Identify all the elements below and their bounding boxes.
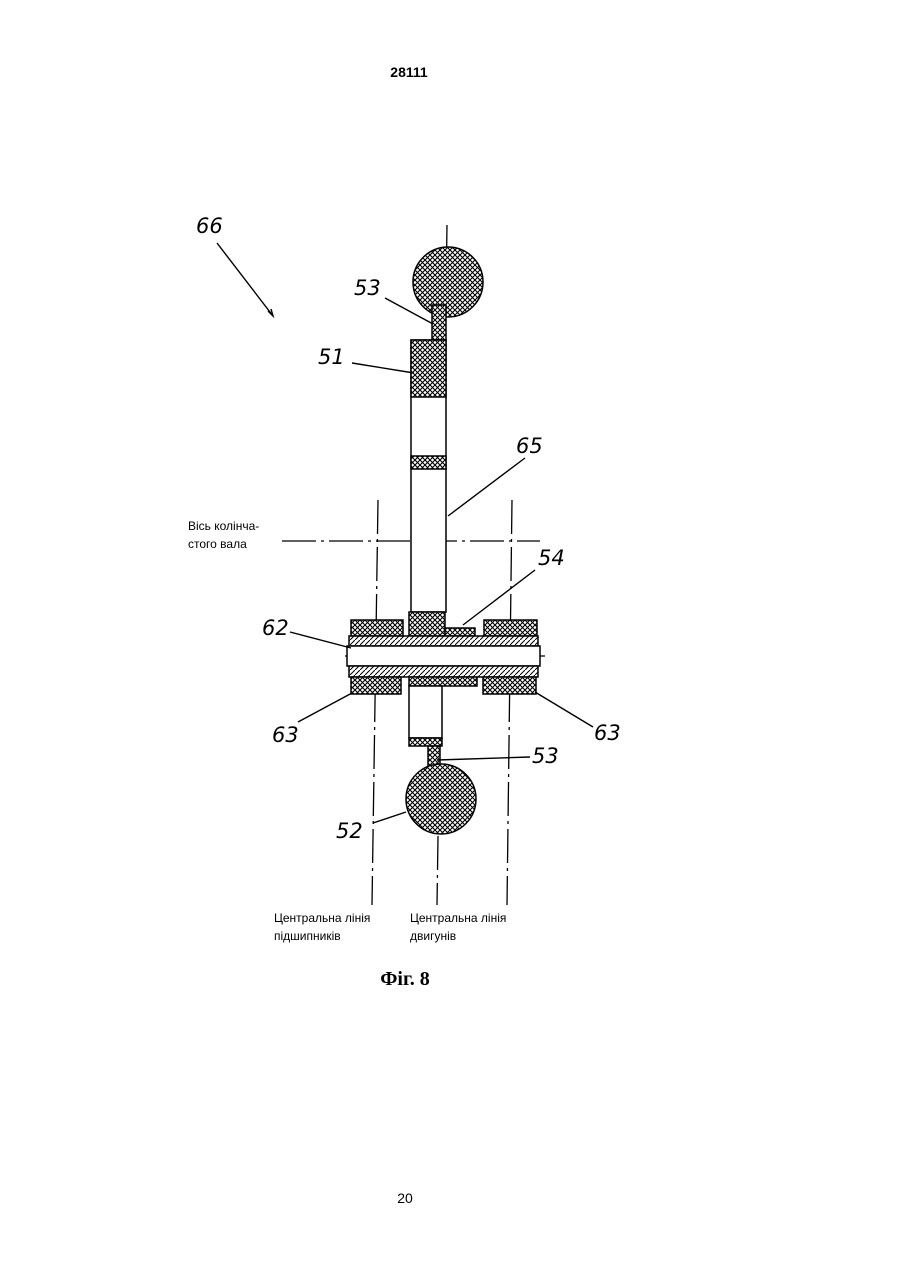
lower-arm-block bbox=[409, 738, 442, 746]
hub-bottom bbox=[409, 677, 477, 686]
upper-neck bbox=[432, 305, 446, 340]
page-number: 20 bbox=[0, 1190, 810, 1206]
crankshaft-axis-label-line2: стого вала bbox=[188, 535, 259, 553]
upper-mid-block bbox=[411, 456, 446, 469]
lower-arm-body bbox=[409, 686, 442, 738]
bearing-center-line-right bbox=[507, 500, 512, 905]
ref-66: 66 bbox=[196, 214, 223, 238]
engine-label-line1: Центральна лінія bbox=[410, 909, 506, 927]
ref-65: 65 bbox=[516, 434, 543, 458]
ref-52: 52 bbox=[336, 819, 363, 843]
ref-63-right: 63 bbox=[594, 721, 621, 745]
ref-51: 51 bbox=[318, 345, 345, 369]
bearing-block-top-right bbox=[484, 620, 537, 636]
bearing-block-bottom-left bbox=[351, 677, 401, 694]
upper-weight-block-51 bbox=[411, 340, 446, 397]
bearing-block-bottom-right bbox=[483, 677, 536, 694]
hub-top-54 bbox=[445, 628, 475, 636]
ref-53-top: 53 bbox=[354, 276, 381, 300]
lower-counterweight-52 bbox=[406, 764, 476, 834]
bearing-block-top-left bbox=[351, 620, 403, 636]
crankshaft-axis-label-line1: Вісь колінча- bbox=[188, 517, 259, 535]
reference-numerals: 66 53 51 65 54 62 63 63 53 52 bbox=[196, 214, 621, 843]
ref-62: 62 bbox=[262, 616, 289, 640]
bearing-center-line-label: Центральна лінія підшипників bbox=[274, 909, 370, 945]
ref-63-left: 63 bbox=[272, 723, 299, 747]
figure-caption: Фіг. 8 bbox=[0, 968, 810, 991]
engine-label-line2: двигунів bbox=[410, 927, 506, 945]
bearing-center-line-left bbox=[372, 500, 378, 905]
ref-54: 54 bbox=[538, 546, 565, 570]
bushing-top bbox=[349, 636, 538, 646]
upper-base-block bbox=[409, 612, 445, 636]
upper-counterweight bbox=[413, 247, 483, 317]
engine-center-line-label: Центральна лінія двигунів bbox=[410, 909, 506, 945]
bearing-label-line1: Центральна лінія bbox=[274, 909, 370, 927]
upper-crank-arm bbox=[409, 247, 483, 636]
ref-53-bottom: 53 bbox=[532, 744, 559, 768]
shaft-core bbox=[347, 646, 540, 666]
crankshaft-axis-label: Вісь колінча- стого вала bbox=[188, 517, 259, 553]
bearing-label-line2: підшипників bbox=[274, 927, 370, 945]
bushing-bottom bbox=[349, 666, 538, 677]
